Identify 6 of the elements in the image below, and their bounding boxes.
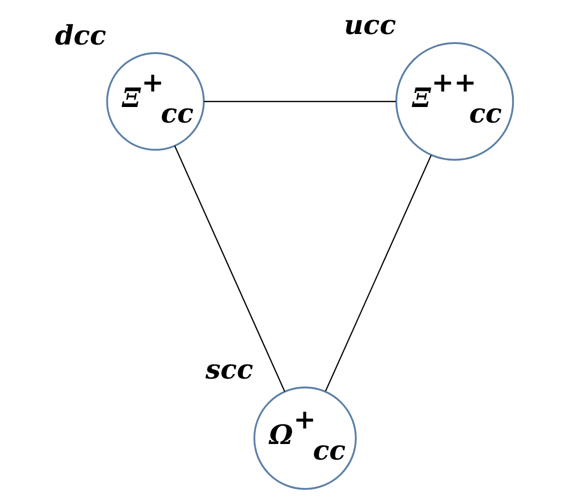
node-label: scc xyxy=(205,354,254,385)
node-label: dcc xyxy=(54,20,106,51)
connector xyxy=(174,144,286,392)
node-label: ucc xyxy=(344,10,396,41)
connector xyxy=(204,100,396,102)
connector xyxy=(325,154,432,391)
